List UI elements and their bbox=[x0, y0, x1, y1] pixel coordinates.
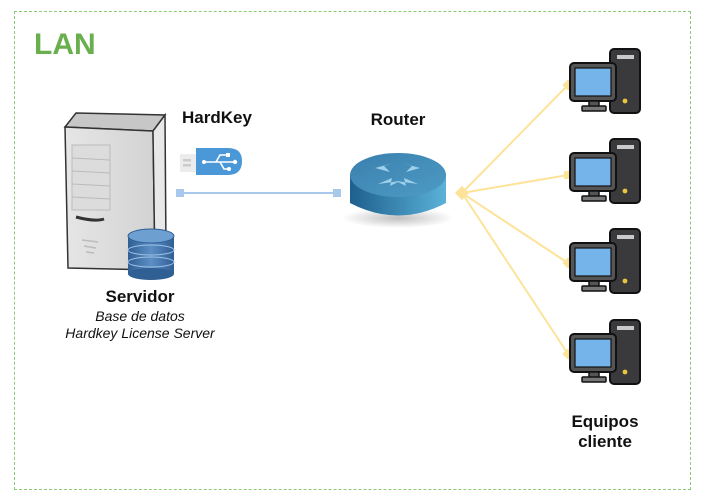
edges-router-clients bbox=[454, 79, 574, 360]
client-computer-4[interactable] bbox=[569, 319, 641, 385]
connector-handle bbox=[176, 189, 184, 197]
server-sub-label-database: Base de datos bbox=[95, 308, 185, 324]
clients-label-line-2: cliente bbox=[578, 432, 632, 451]
edge-router-client-4 bbox=[461, 192, 569, 355]
edge-router-client-2 bbox=[461, 174, 569, 194]
router-label: Router bbox=[370, 110, 426, 129]
connector-hub bbox=[454, 185, 470, 201]
server-sub-label-license-server: Hardkey License Server bbox=[65, 325, 215, 341]
server-label: Servidor bbox=[105, 287, 175, 306]
edge-server-router bbox=[176, 189, 341, 197]
database-icon bbox=[127, 228, 175, 280]
client-computer-1[interactable] bbox=[569, 48, 641, 114]
lan-group-boundary bbox=[14, 11, 691, 490]
client-computer-2[interactable] bbox=[569, 138, 641, 204]
hardkey-label: HardKey bbox=[182, 108, 252, 127]
router-icon[interactable] bbox=[342, 153, 454, 228]
connector-handle bbox=[333, 189, 341, 197]
client-computer-3[interactable] bbox=[569, 228, 641, 294]
lan-group-title: LAN bbox=[34, 28, 96, 61]
edge-router-client-3 bbox=[461, 192, 569, 264]
clients-label-line-1: Equipos bbox=[571, 412, 639, 431]
usb-key-icon[interactable] bbox=[180, 148, 242, 175]
edge-router-client-1 bbox=[461, 84, 569, 194]
